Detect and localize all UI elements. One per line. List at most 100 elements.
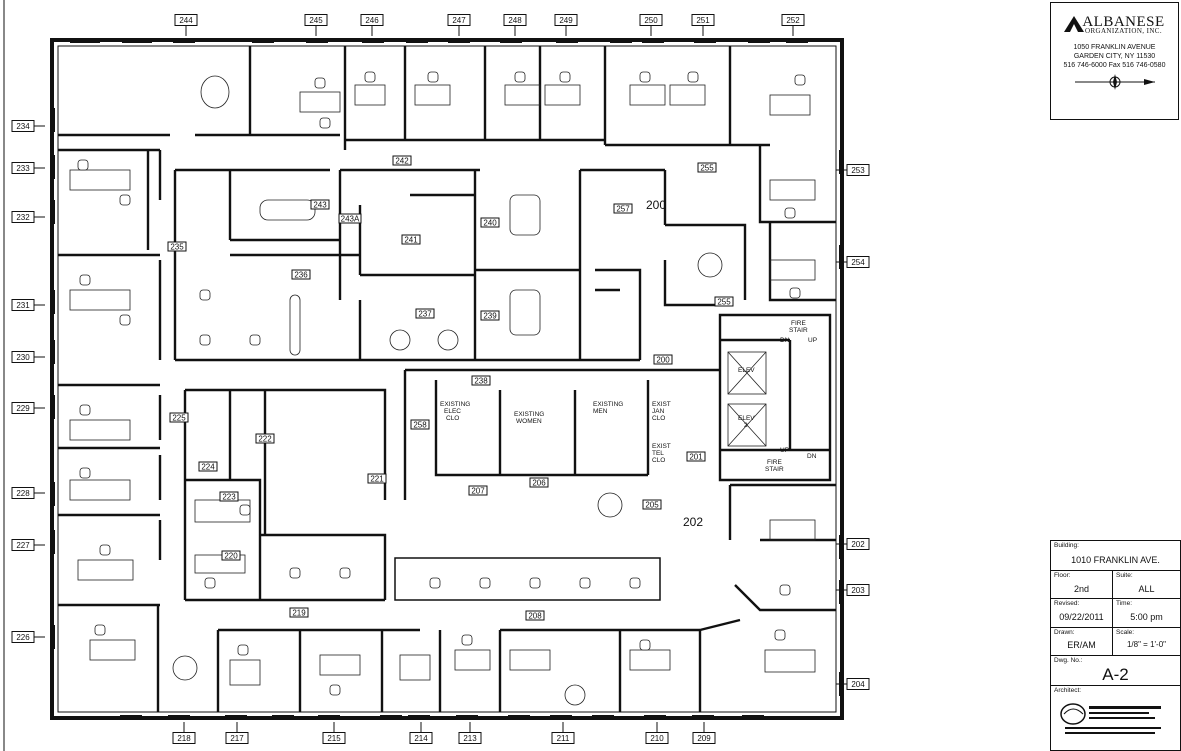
room-label-206: 206 <box>529 477 549 488</box>
svg-text:248: 248 <box>508 16 522 25</box>
suite-caption: Suite: <box>1116 572 1133 579</box>
svg-text:ELEC: ELEC <box>444 408 461 415</box>
room-label-255-lower: 255 <box>714 296 734 307</box>
tb-floor-row: Floor: 2nd Suite: ALL <box>1051 571 1180 599</box>
room-tag-233: 233 <box>11 162 45 174</box>
room-label-243A: 243A <box>338 213 362 224</box>
company-title-block: ALBANESE ORGANIZATION, INC. 1050 FRANKLI… <box>1050 2 1179 120</box>
svg-text:218: 218 <box>177 734 191 743</box>
svg-text:223: 223 <box>222 493 236 502</box>
address-line-2: GARDEN CITY, NY 11530 <box>1073 53 1156 60</box>
svg-text:217: 217 <box>230 734 244 743</box>
svg-text:TEL: TEL <box>652 450 664 457</box>
time-caption: Time: <box>1116 600 1133 607</box>
svg-text:232: 232 <box>16 213 30 222</box>
svg-text:238: 238 <box>474 377 488 386</box>
room-tag-210: 210 <box>645 722 669 744</box>
svg-text:200: 200 <box>656 356 670 365</box>
room-tag-209: 209 <box>692 722 716 744</box>
interior-walls <box>58 46 836 712</box>
scale-caption: Scale: <box>1116 629 1135 636</box>
svg-text:DN: DN <box>807 453 817 460</box>
company-name: ALBANESE <box>1082 14 1165 30</box>
company-address: 1050 FRANKLIN AVENUE GARDEN CITY, NY 115… <box>1051 43 1178 70</box>
room-tag-227: 227 <box>11 539 45 551</box>
tb-architect-row: Architect: <box>1051 686 1180 750</box>
dwg-caption: Dwg. No.: <box>1054 657 1083 664</box>
svg-text:204: 204 <box>851 680 865 689</box>
svg-text:240: 240 <box>483 219 497 228</box>
svg-text:STAIR: STAIR <box>789 327 808 334</box>
svg-text:246: 246 <box>365 16 379 25</box>
room-tag-248: 248 <box>503 14 527 36</box>
room-label-219: 219 <box>289 607 309 618</box>
svg-text:202: 202 <box>683 515 703 529</box>
svg-text:237: 237 <box>418 310 432 319</box>
svg-text:EXISTING: EXISTING <box>440 401 470 408</box>
room-label-221: 221 <box>367 473 387 484</box>
room-tag-217: 217 <box>225 722 249 744</box>
svg-text:224: 224 <box>201 463 215 472</box>
svg-text:MEN: MEN <box>593 408 608 415</box>
svg-text:DN: DN <box>780 337 790 344</box>
svg-text:222: 222 <box>258 435 272 444</box>
tb-dwg-row: Dwg. No.: A-2 <box>1051 656 1180 686</box>
svg-text:200: 200 <box>646 198 666 212</box>
svg-text:254: 254 <box>851 258 865 267</box>
drawing-title-block: Building: 1010 FRANKLIN AVE. Floor: 2nd … <box>1050 540 1181 751</box>
scale-value: 1/8" = 1'-0" <box>1126 640 1166 649</box>
svg-text:EXISTING: EXISTING <box>514 411 544 418</box>
room-label-242: 242 <box>392 155 412 166</box>
svg-text:251: 251 <box>696 16 710 25</box>
svg-text:211: 211 <box>557 734 570 743</box>
room-label-223: 223 <box>219 491 239 502</box>
room-label-236: 236 <box>291 269 311 280</box>
room-tag-250: 250 <box>639 14 663 36</box>
room-tag-226: 226 <box>11 631 45 643</box>
svg-text:207: 207 <box>471 487 485 496</box>
svg-text:236: 236 <box>294 271 308 280</box>
revised-value: 09/22/2011 <box>1059 612 1104 622</box>
room-tag-202: 202 <box>836 538 870 550</box>
svg-text:235: 235 <box>170 243 184 252</box>
svg-text:EXIST: EXIST <box>652 443 671 450</box>
svg-text:247: 247 <box>452 16 466 25</box>
room-label-237: 237 <box>415 308 435 319</box>
room-tag-247: 247 <box>447 14 471 36</box>
svg-text:JAN: JAN <box>652 408 665 415</box>
svg-text:215: 215 <box>327 734 341 743</box>
svg-text:209: 209 <box>697 734 711 743</box>
svg-text:2: 2 <box>744 422 748 429</box>
svg-text:225: 225 <box>172 414 186 423</box>
svg-text:210: 210 <box>650 734 664 743</box>
svg-text:220: 220 <box>224 552 238 561</box>
room-tag-232: 232 <box>11 211 45 223</box>
drawn-value: ER/AM <box>1067 640 1096 650</box>
room-label-205: 205 <box>642 499 662 510</box>
room-label-240: 240 <box>480 217 500 228</box>
furniture-layout <box>69 75 816 706</box>
floor-caption: Floor: <box>1054 572 1071 579</box>
svg-text:202: 202 <box>851 540 865 549</box>
svg-text:241: 241 <box>404 236 418 245</box>
room-label-201: 201 <box>686 451 706 462</box>
floor-value: 2nd <box>1073 584 1090 594</box>
room-tag-252: 252 <box>781 14 805 36</box>
svg-text:221: 221 <box>370 475 384 484</box>
room-tag-245: 245 <box>304 14 328 36</box>
room-tag-214: 214 <box>409 722 433 744</box>
svg-text:203: 203 <box>851 586 865 595</box>
svg-text:FIRE: FIRE <box>767 459 782 466</box>
svg-text:227: 227 <box>16 541 30 550</box>
room-label-224: 224 <box>198 461 218 472</box>
room-tag-253: 253 <box>836 164 870 176</box>
svg-text:255: 255 <box>717 298 731 307</box>
room-tag-254: 254 <box>836 256 870 268</box>
address-line-1: 1050 FRANKLIN AVENUE <box>1073 44 1156 51</box>
svg-text:214: 214 <box>414 734 428 743</box>
svg-text:249: 249 <box>559 16 573 25</box>
room-tag-213: 213 <box>458 722 482 744</box>
room-label-257: 257 <box>613 203 633 214</box>
room-label-255-top: 255 <box>697 162 717 173</box>
